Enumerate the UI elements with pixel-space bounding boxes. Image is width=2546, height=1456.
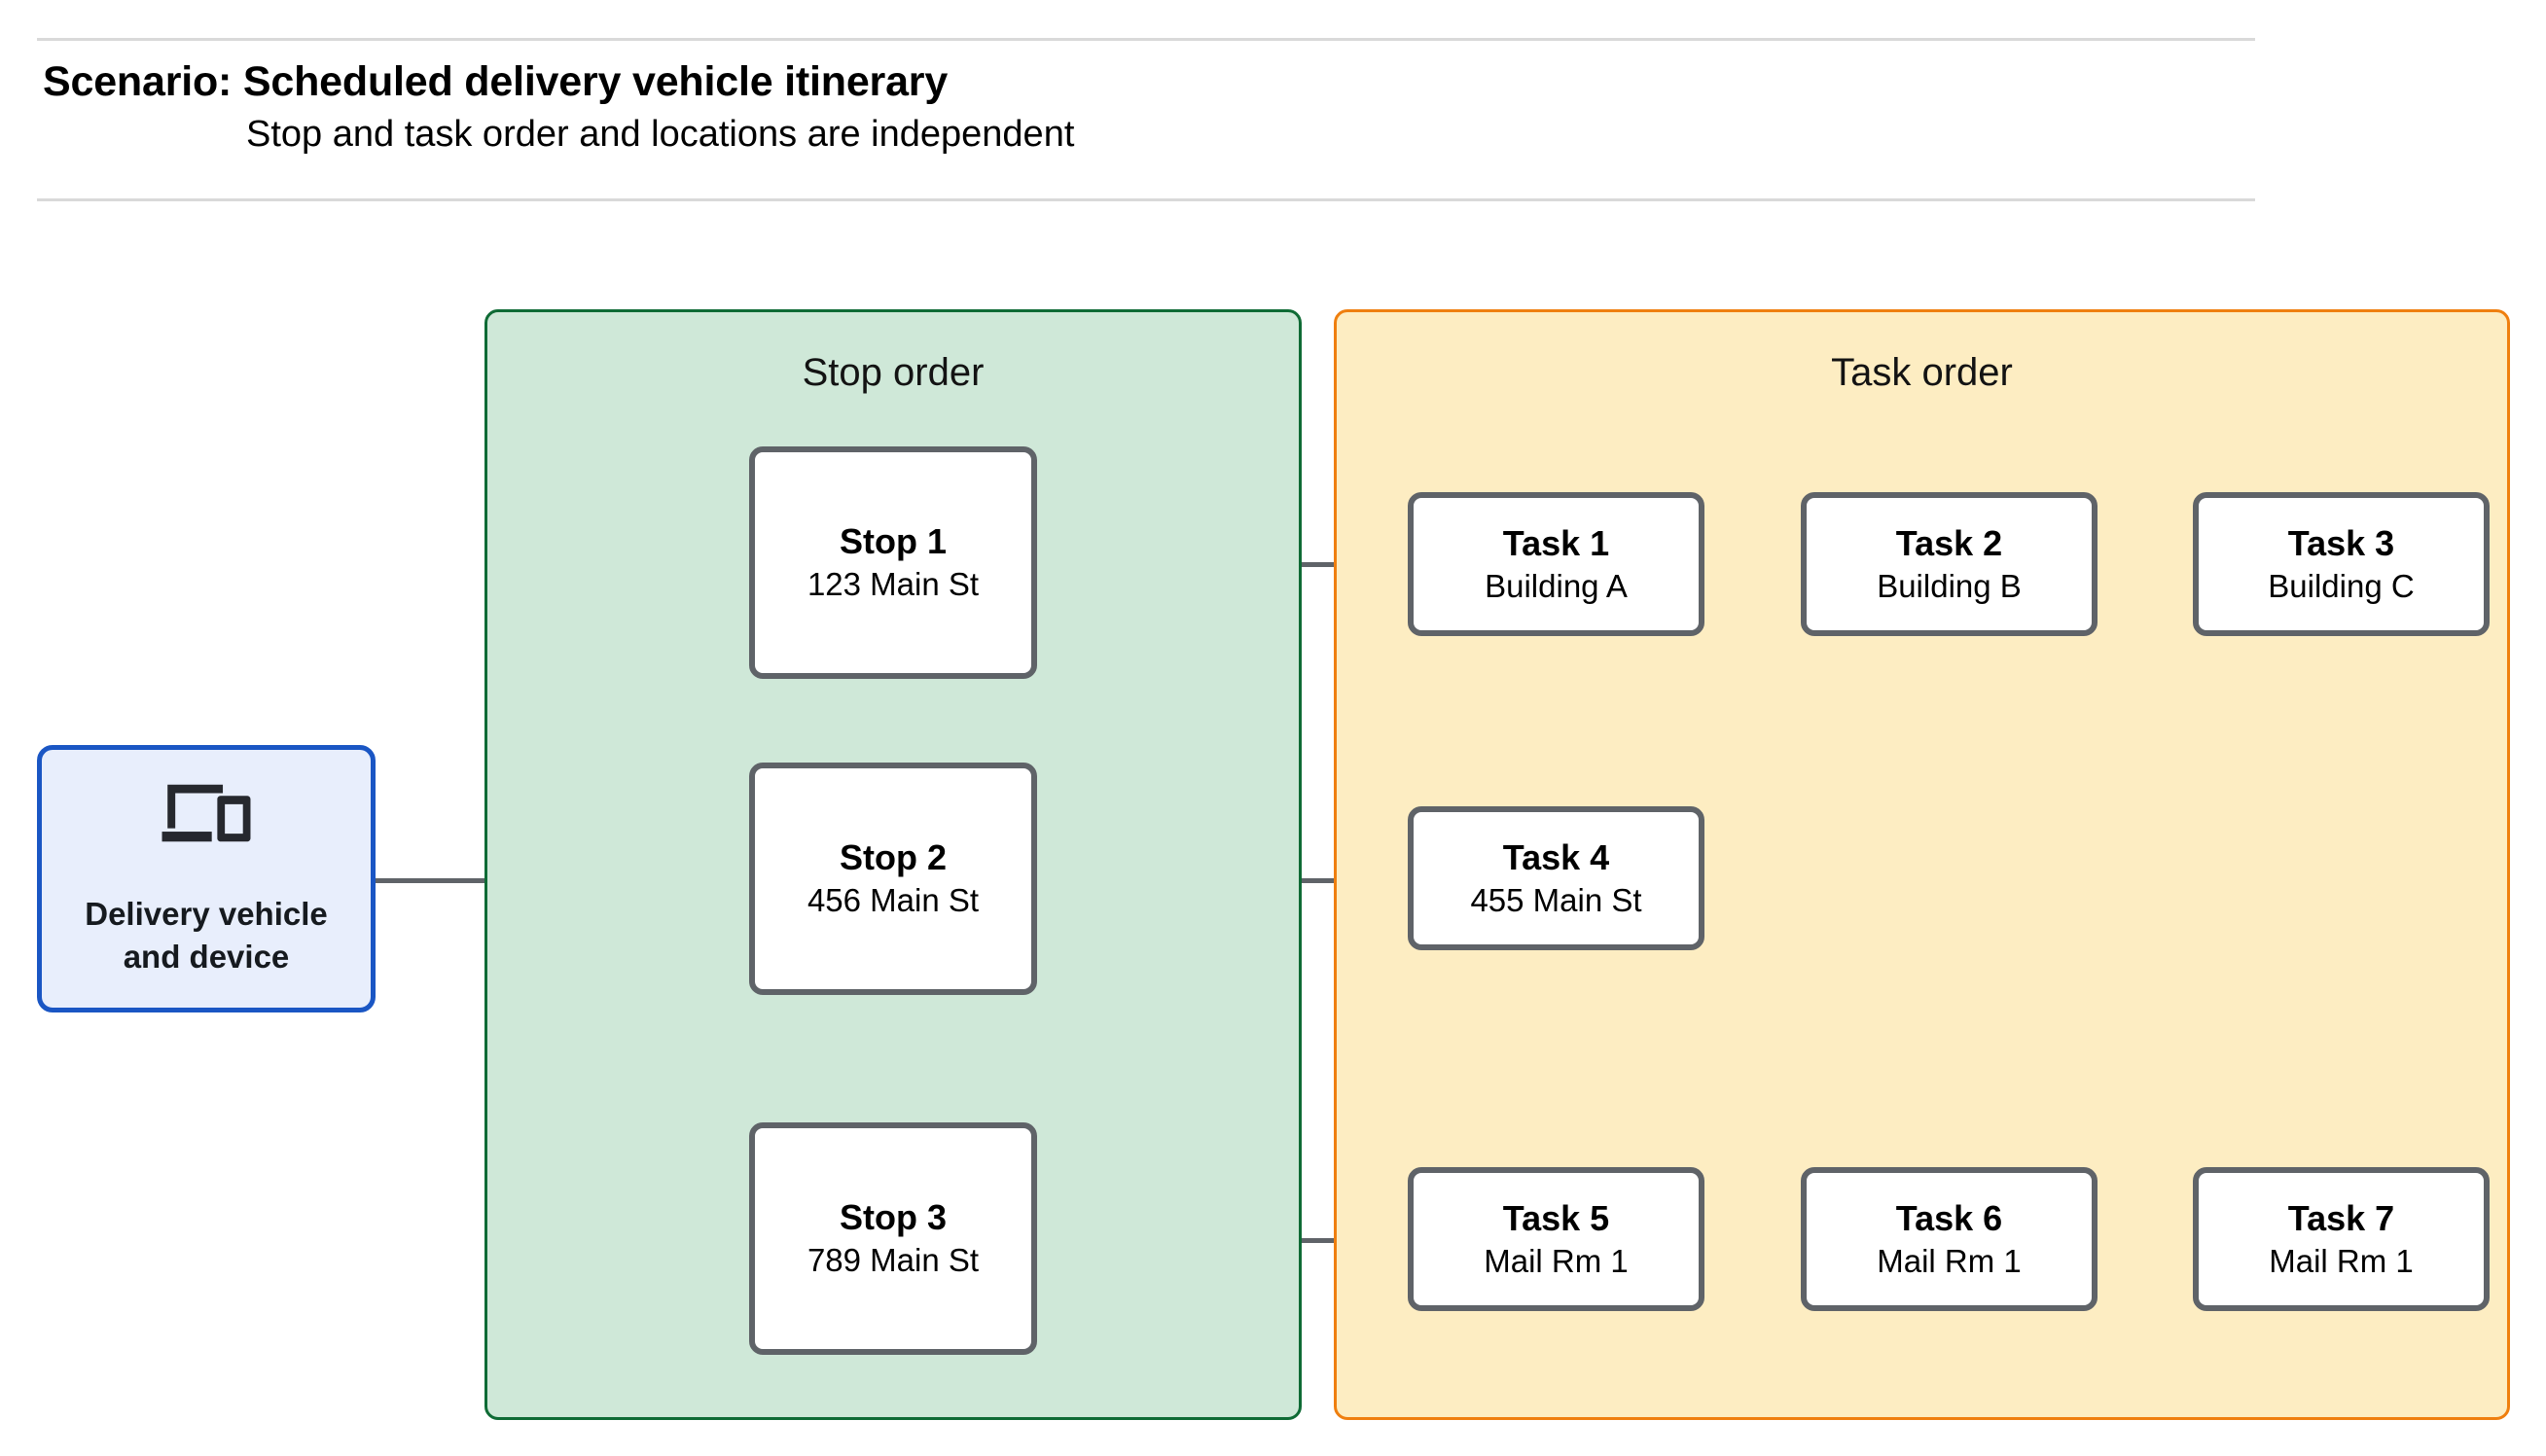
task-node-5[interactable]: Task 5 Mail Rm 1 — [1408, 1167, 1704, 1311]
task-node-7-location: Mail Rm 1 — [2269, 1242, 2414, 1279]
stop-node-1-address: 123 Main St — [807, 566, 980, 603]
task-node-6-title: Task 6 — [1895, 1197, 2003, 1238]
stop-node-2-title: Stop 2 — [839, 837, 947, 877]
stop-order-group-title: Stop order — [802, 351, 985, 394]
task-node-1[interactable]: Task 1 Building A — [1408, 492, 1704, 636]
task-node-5-location: Mail Rm 1 — [1484, 1242, 1629, 1279]
stop-node-1[interactable]: Stop 1 123 Main St — [749, 446, 1037, 679]
stop-node-3-title: Stop 3 — [839, 1197, 947, 1237]
scenario-subtitle: Stop and task order and locations are in… — [246, 114, 1075, 155]
stop-node-1-title: Stop 1 — [839, 521, 947, 561]
task-node-3-location: Building C — [2268, 567, 2415, 604]
header-rule-bottom — [37, 198, 2255, 201]
task-node-7[interactable]: Task 7 Mail Rm 1 — [2193, 1167, 2490, 1311]
task-node-6-location: Mail Rm 1 — [1877, 1242, 2022, 1279]
task-node-4-location: 455 Main St — [1470, 881, 1642, 918]
task-node-6[interactable]: Task 6 Mail Rm 1 — [1801, 1167, 2098, 1311]
delivery-vehicle-device-label: Delivery vehicle and device — [85, 895, 328, 975]
task-node-2-title: Task 2 — [1895, 522, 2003, 563]
task-node-2[interactable]: Task 2 Building B — [1801, 492, 2098, 636]
task-node-1-location: Building A — [1485, 567, 1628, 604]
task-node-3-title: Task 3 — [2287, 522, 2395, 563]
task-node-7-title: Task 7 — [2287, 1197, 2395, 1238]
stop-node-2[interactable]: Stop 2 456 Main St — [749, 763, 1037, 995]
connector-device-to-trunk — [376, 878, 556, 883]
stop-node-3-address: 789 Main St — [807, 1242, 980, 1279]
task-order-group-title: Task order — [1831, 351, 2013, 394]
stop-node-2-address: 456 Main St — [807, 882, 980, 919]
task-node-1-title: Task 1 — [1502, 522, 1610, 563]
scenario-title: Scenario: Scheduled delivery vehicle iti… — [43, 58, 949, 105]
task-node-4[interactable]: Task 4 455 Main St — [1408, 806, 1704, 950]
stop-node-3[interactable]: Stop 3 789 Main St — [749, 1122, 1037, 1355]
task-node-2-location: Building B — [1877, 567, 2022, 604]
task-node-5-title: Task 5 — [1502, 1197, 1610, 1238]
devices-laptop-phone-icon — [161, 784, 251, 841]
header-rule-top — [37, 38, 2255, 41]
task-node-4-title: Task 4 — [1502, 836, 1610, 877]
delivery-vehicle-device-node[interactable]: Delivery vehicle and device — [37, 745, 376, 1012]
task-node-3[interactable]: Task 3 Building C — [2193, 492, 2490, 636]
